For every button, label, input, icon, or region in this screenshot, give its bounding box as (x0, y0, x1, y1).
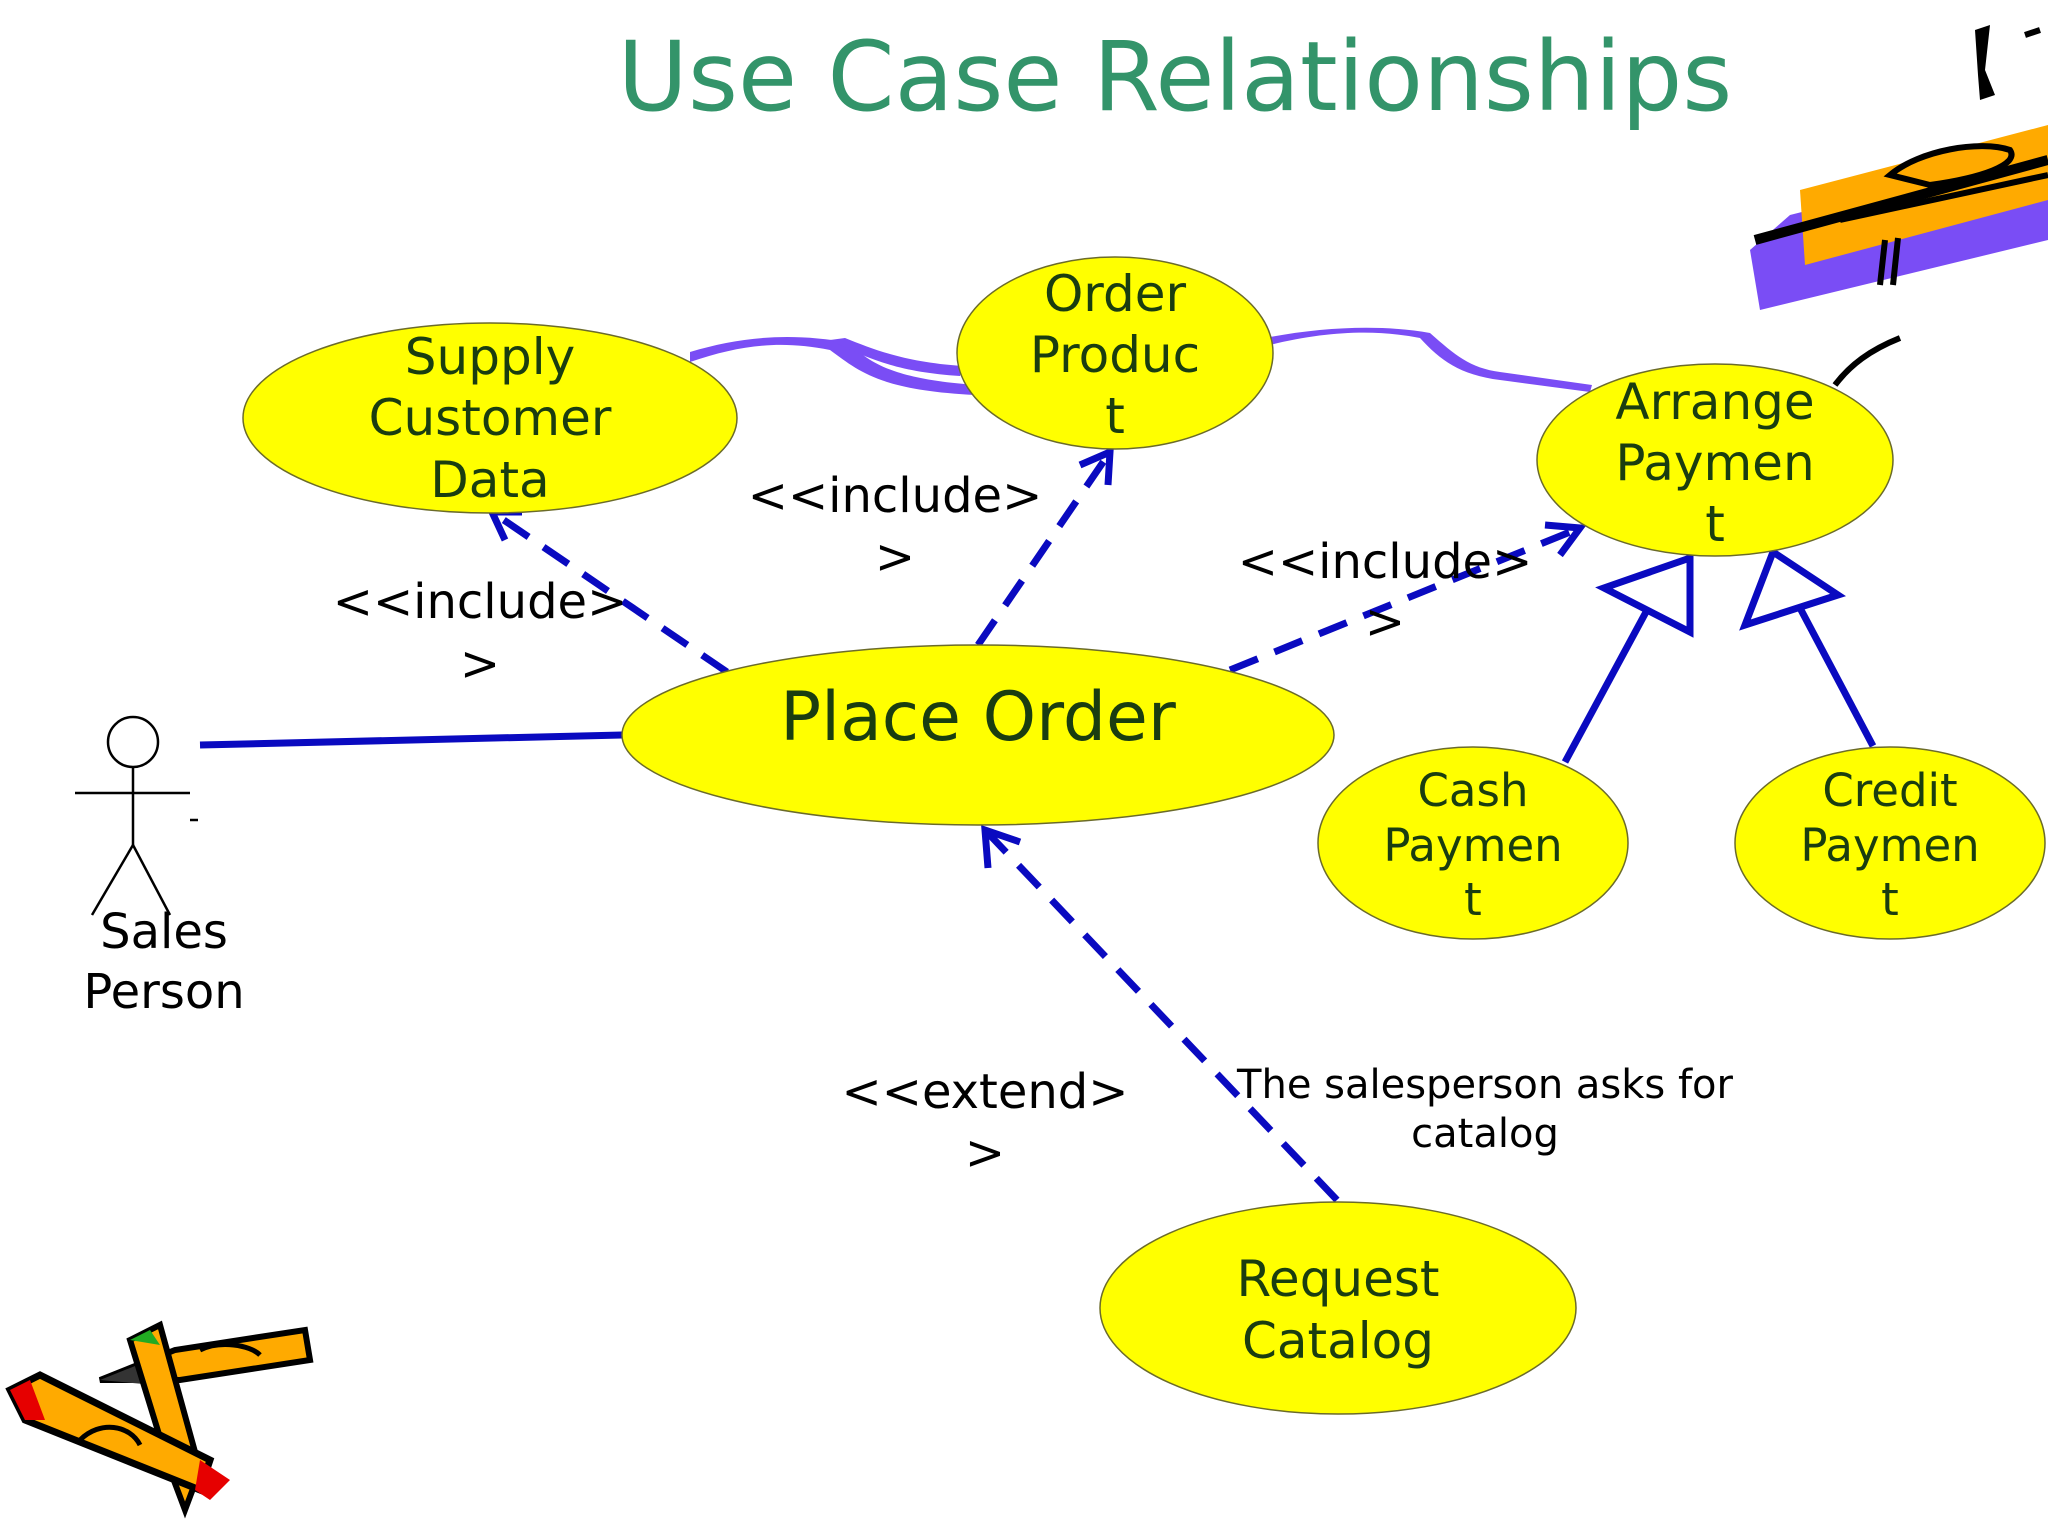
extend-label: <<extend> > (842, 1064, 1129, 1181)
purple-ribbon-decor-2 (830, 338, 962, 376)
use-case-label: Arrange (1615, 373, 1814, 431)
extension-condition-note: The salesperson asks for catalog (1236, 1062, 1733, 1157)
use-case-label: Paymen (1800, 819, 1979, 872)
stereotype-label: <<include> (1238, 534, 1533, 590)
generalization-line-cash (1561, 610, 1650, 764)
purple-ribbon-decor-3 (1270, 327, 1592, 392)
use-case-label: Catalog (1242, 1312, 1434, 1370)
use-case-supply-customer-data[interactable]: Supply Customer Data (242, 322, 738, 514)
include-label-supply: <<include> > (333, 574, 628, 692)
generalization-triangle-cash (1595, 553, 1694, 638)
generalization-line-credit (1796, 606, 1877, 748)
use-case-label: Place Order (780, 678, 1176, 757)
include-arrow-order (975, 450, 1113, 647)
use-case-place-order[interactable]: Place Order (621, 644, 1335, 826)
actor-label-line1: Sales (100, 904, 228, 960)
include-label-arrange: <<include> > (1238, 534, 1533, 650)
use-case-label: t (1464, 873, 1482, 926)
stereotype-label: > (965, 1125, 1005, 1181)
use-case-label: Credit (1822, 764, 1957, 817)
stereotype-label: > (460, 636, 500, 692)
stereotype-label: > (875, 529, 915, 585)
use-case-request-catalog[interactable]: Request Catalog (1099, 1201, 1577, 1415)
actor-stick-figure-icon (75, 715, 198, 916)
generalization-triangle-credit (1739, 546, 1847, 631)
use-case-label: t (1705, 495, 1725, 553)
stereotype-label: <<include> (748, 468, 1043, 524)
include-arrow-arrange (1228, 524, 1582, 674)
use-case-label: Produc (1030, 326, 1200, 384)
pen-clipart-icon (1750, 25, 2048, 387)
use-case-label: Cash (1418, 764, 1529, 817)
use-case-label: Order (1044, 265, 1187, 323)
use-case-order-product[interactable]: Order Produc t (956, 256, 1274, 450)
include-arrow-order-head (1078, 446, 1114, 486)
use-case-credit-payment[interactable]: Credit Paymen t (1734, 746, 2046, 940)
use-case-label: t (1105, 387, 1125, 445)
extend-arrow-head (981, 824, 1022, 869)
stereotype-label: <<extend> (842, 1064, 1129, 1120)
use-case-label: Paymen (1383, 819, 1562, 872)
use-case-arrange-payment[interactable]: Arrange Paymen t (1536, 363, 1894, 557)
use-case-label: Supply (405, 328, 575, 386)
purple-ribbon-decor (690, 337, 978, 395)
slide-title: Use Case Relationships (618, 21, 1733, 133)
stereotype-label: <<include> (333, 574, 628, 630)
use-case-label: t (1881, 873, 1899, 926)
include-label-order: <<include> > (748, 468, 1043, 585)
use-case-cash-payment[interactable]: Cash Paymen t (1317, 746, 1629, 940)
association-line (199, 731, 623, 749)
note-line: catalog (1411, 1111, 1559, 1157)
include-arrow-arrange-head (1544, 521, 1587, 558)
stereotype-label: > (1365, 594, 1405, 650)
use-case-label: Data (430, 451, 549, 509)
note-line: The salesperson asks for (1236, 1062, 1733, 1108)
use-case-label: Paymen (1615, 434, 1814, 492)
actor-label-line2: Person (83, 964, 244, 1020)
extend-arrow (982, 827, 1340, 1203)
use-case-label: Request (1236, 1250, 1439, 1308)
pencils-clipart-icon (5, 1320, 314, 1519)
use-case-label: Customer (369, 389, 612, 447)
